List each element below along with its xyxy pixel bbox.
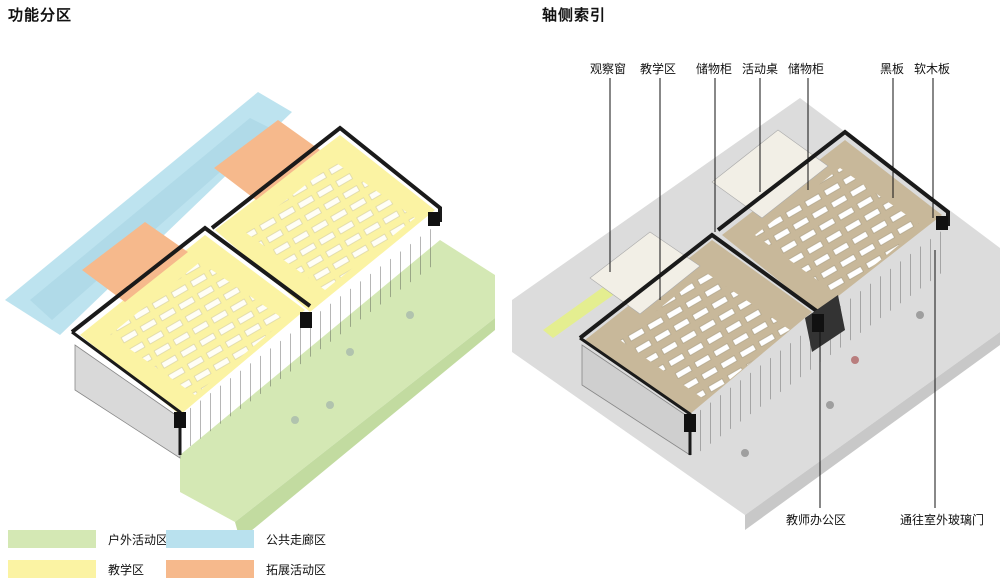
column <box>812 314 824 332</box>
callout-storage-cabinet: 储物柜 <box>696 61 732 76</box>
callout-activity-table: 活动桌 <box>742 62 778 76</box>
column <box>300 312 312 328</box>
callout-teaching-area: 教学区 <box>640 61 676 76</box>
column <box>936 216 948 230</box>
callout-observation-window: 观察窗 <box>590 62 626 76</box>
person-figure <box>291 416 299 424</box>
person-figure <box>406 311 414 319</box>
desk-array-right <box>755 168 922 295</box>
callout-blackboard: 黑板 <box>880 62 904 76</box>
legend-label: 教学区 <box>108 562 145 577</box>
expansion-zone-right <box>214 120 320 200</box>
legend-item-corridor: 公共走廊区 <box>166 530 326 548</box>
functional-zoning-diagram <box>5 92 495 540</box>
wall-outline-left <box>70 225 312 334</box>
person-figure <box>826 401 834 409</box>
outdoor-edge <box>235 318 495 540</box>
legend-label: 拓展活动区 <box>266 562 327 577</box>
legend-swatch <box>166 560 254 578</box>
callout-corkboard: 软木板 <box>914 62 950 76</box>
column <box>174 412 186 428</box>
legend-item-outdoor: 户外活动区 <box>8 530 168 548</box>
person-figure <box>326 401 334 409</box>
storage-room-right <box>711 129 829 219</box>
expansion-zone-left <box>82 222 188 302</box>
desk-pattern-right <box>245 162 415 290</box>
legend-swatch <box>166 530 254 548</box>
axonometric-index-diagram <box>512 98 1000 530</box>
teacher-office-block <box>805 295 845 352</box>
column <box>428 212 440 226</box>
desk-array-left <box>620 272 790 400</box>
ground-edge <box>745 332 1000 530</box>
wall-outline-left <box>578 232 820 340</box>
legend-item-teaching: 教学区 <box>8 560 144 578</box>
person-figure <box>916 311 924 319</box>
person-figure <box>851 356 859 364</box>
callout-glass-door: 通往室外玻璃门 <box>900 512 984 527</box>
legend-label: 户外活动区 <box>108 532 169 547</box>
person-figure <box>346 348 354 356</box>
building-base-wall <box>74 344 181 459</box>
outdoor-zone <box>180 240 495 522</box>
legend-item-expansion: 拓展活动区 <box>166 560 326 578</box>
axonometric-index-heading: 轴侧索引 <box>542 6 607 24</box>
legend-swatch <box>8 530 96 548</box>
person-figure <box>741 449 749 457</box>
callout-lines <box>609 78 936 508</box>
callout-storage-cabinet: 储物柜 <box>788 61 824 76</box>
column <box>684 414 696 432</box>
desk-pattern-left <box>110 262 285 395</box>
glass-facade <box>185 222 440 450</box>
legend-label: 公共走廊区 <box>266 532 327 547</box>
functional-zoning-heading: 功能分区 <box>8 6 73 24</box>
legend-swatch <box>8 560 96 578</box>
callout-teacher-office: 教师办公区 <box>786 512 846 527</box>
